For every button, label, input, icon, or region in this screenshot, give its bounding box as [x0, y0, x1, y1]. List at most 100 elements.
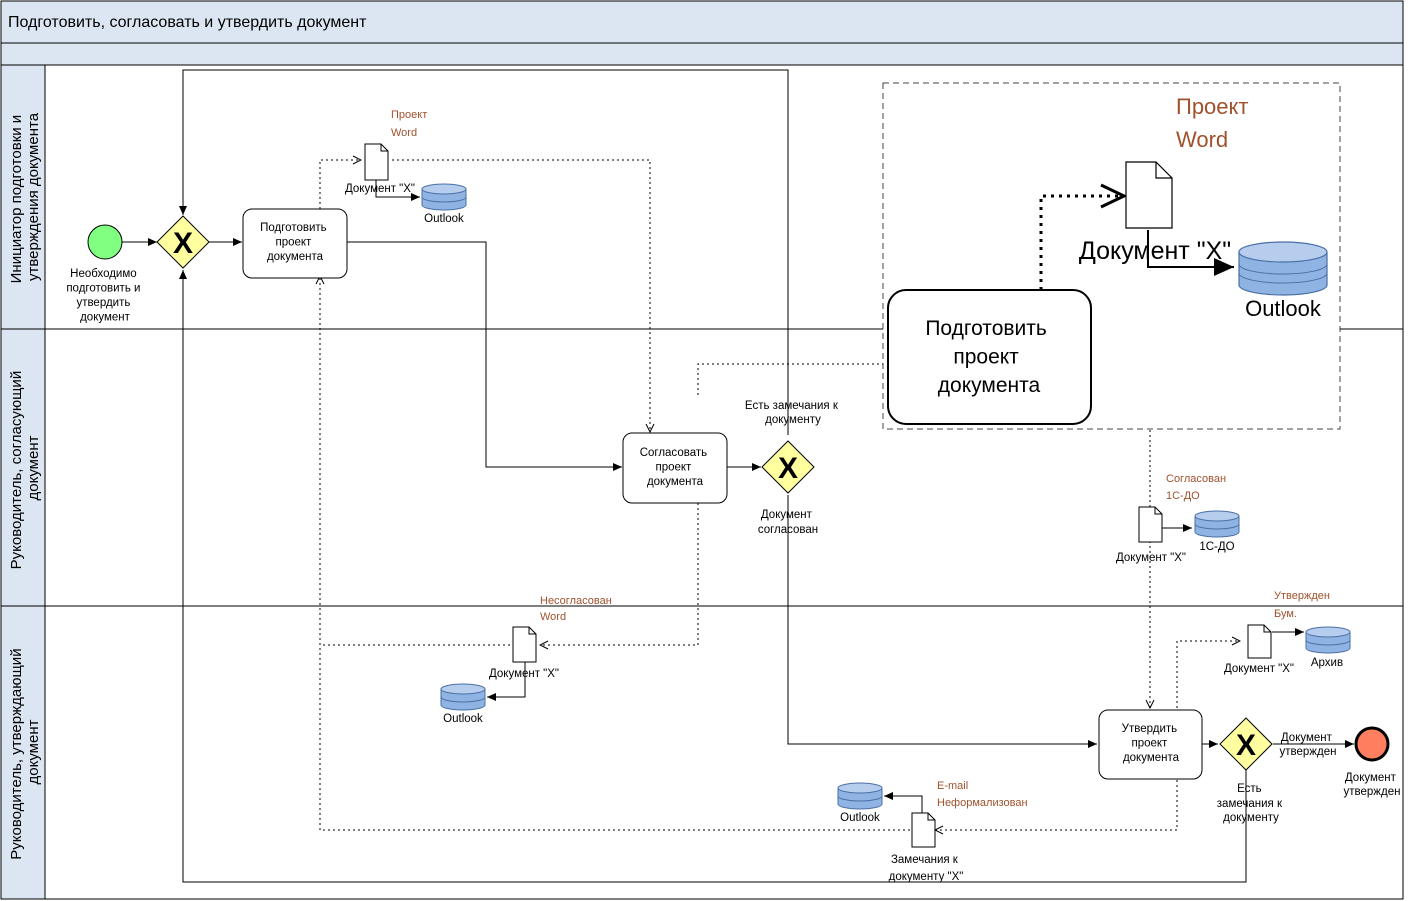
pool-subheader — [0, 42, 1404, 66]
label-line: подготовить и — [66, 283, 140, 295]
zoom-database-icon[interactable] — [1238, 241, 1328, 296]
agreed-store-label: 1С-ДО — [1199, 541, 1234, 553]
agreed-note-line1: Согласован — [1166, 473, 1226, 485]
document-icon[interactable] — [1138, 506, 1163, 543]
gateway-x-icon: X — [173, 227, 193, 260]
document-icon[interactable] — [911, 812, 936, 848]
task-prepare[interactable]: Подготовить проект документа — [242, 208, 348, 279]
association-draft-doc — [319, 160, 361, 279]
label-line: документа — [267, 251, 324, 263]
task-shape — [622, 432, 728, 504]
label-line: утвердить — [76, 297, 130, 309]
flow-agreed-to-sign — [787, 495, 1097, 748]
rejected-note-line2: Word — [540, 611, 566, 623]
flow-remarks-loop-top — [179, 69, 789, 435]
lane-header-initiator — [0, 64, 46, 330]
association-draft-to-approve — [392, 159, 650, 432]
start-event[interactable] — [87, 224, 123, 260]
lane-label-part: утверждения документа — [25, 112, 42, 281]
draft-doc-label: Документ "X" — [345, 183, 415, 195]
exclusive-gateway-approve[interactable]: X — [761, 440, 815, 494]
remarks-store-label: Outlook — [840, 812, 880, 824]
zoom-task-line1: Подготовить — [925, 317, 1047, 340]
flow-doc-to-outlook — [487, 662, 526, 701]
document-icon[interactable] — [512, 626, 537, 663]
zoom-task-line3: документа — [938, 374, 1041, 397]
task-shape — [1098, 709, 1203, 780]
gateway-x-icon: X — [778, 452, 798, 485]
gateway-sign-yes: Документ утвержден — [1280, 732, 1337, 758]
lane-label-part: документ — [25, 719, 42, 784]
end-event-label: Документ утвержден — [1344, 772, 1401, 798]
zoom-task-prepare[interactable]: Подготовить проект документа — [887, 289, 1092, 425]
signed-store-label: Архив — [1311, 657, 1343, 669]
association-rejected-to-prepare — [320, 276, 510, 646]
flow-prepare-to-approve — [347, 241, 622, 471]
gateway-sign-question: Есть замечания к документу — [1217, 783, 1285, 824]
task-sign-label: Утвердить проект документа — [1122, 723, 1181, 764]
exclusive-gateway-merge[interactable]: X — [156, 215, 210, 269]
label-line: Документ — [761, 509, 813, 521]
lane-header-approver — [0, 605, 46, 900]
gateway-approve-yes: Документ согласован — [758, 509, 818, 536]
association-signed-doc — [1176, 641, 1240, 708]
exclusive-gateway-sign[interactable]: X — [1219, 717, 1273, 771]
end-event[interactable] — [1354, 726, 1390, 762]
label-line: проект — [655, 462, 692, 474]
remarks-note-line1: E-mail — [937, 780, 968, 792]
lane-label-approver: Руководитель, утверждающий документ — [8, 644, 42, 859]
database-icon[interactable] — [837, 782, 883, 810]
database-icon[interactable] — [440, 683, 486, 711]
gateway-x-icon: X — [1236, 729, 1256, 762]
label-line: документа — [647, 476, 704, 488]
draft-note-line2: Word — [391, 127, 417, 139]
rejected-doc-label: Документ "X" — [489, 668, 559, 680]
remarks-doc-line2: документу "X" — [889, 871, 964, 883]
label-line: Согласовать — [640, 447, 707, 459]
label-line: Документ — [1345, 772, 1397, 784]
association-rejected-doc — [540, 503, 699, 645]
label-line: проект — [1131, 738, 1168, 750]
label-line: Утвердить — [1122, 723, 1177, 735]
task-sign[interactable]: Утвердить проект документа — [1098, 709, 1203, 780]
database-icon[interactable] — [1305, 626, 1351, 654]
lane-label-part: Руководитель, утверждающий — [8, 648, 25, 859]
label-line: утвержден — [1344, 786, 1401, 798]
task-approve[interactable]: Согласовать проект документа — [622, 432, 728, 504]
association-remarks-to-prepare — [319, 645, 910, 831]
label-line: Необходимо — [70, 268, 137, 280]
zoom-document-icon[interactable] — [1125, 161, 1173, 229]
rejected-note-line1: Несогласован — [540, 595, 612, 607]
label-line: Есть замечания к — [745, 400, 839, 412]
zoom-doc-to-outlook — [1147, 230, 1234, 276]
database-icon[interactable] — [1194, 510, 1240, 538]
start-event-label: Необходимо подготовить и утвердить докум… — [66, 268, 143, 324]
flow-doc-to-outlook — [884, 792, 923, 813]
task-shape — [242, 208, 348, 279]
label-line: документа — [1123, 752, 1180, 764]
lane-header-agreer — [0, 328, 46, 607]
association-to-zoom — [697, 363, 885, 395]
task-approve-label: Согласовать проект документа — [640, 447, 711, 488]
label-line: утвержден — [1280, 746, 1337, 758]
database-icon[interactable] — [421, 183, 467, 211]
lane-label-part: документ — [25, 435, 42, 500]
document-icon[interactable] — [1247, 624, 1272, 659]
remarks-note-line2: Неформализован — [937, 797, 1028, 809]
association-remarks-doc — [935, 780, 1178, 830]
gateway-shape — [156, 215, 210, 269]
zoom-store-label: Outlook — [1245, 296, 1322, 321]
label-line: документу — [1223, 812, 1279, 824]
rejected-store-label: Outlook — [443, 713, 483, 725]
signed-doc-label: Документ "X" — [1224, 663, 1294, 675]
gateway-shape — [761, 440, 815, 494]
label-line: замечания к — [1217, 798, 1283, 810]
document-icon[interactable] — [364, 143, 389, 181]
label-line: проект — [275, 237, 312, 249]
task-prepare-label: Подготовить проект документа — [260, 222, 330, 263]
zoom-task-label: Подготовить проект документа — [925, 317, 1052, 397]
label-line: Подготовить — [260, 222, 327, 234]
diagram-title: Подготовить, согласовать и утвердить док… — [8, 14, 367, 31]
draft-store-label: Outlook — [424, 213, 464, 225]
